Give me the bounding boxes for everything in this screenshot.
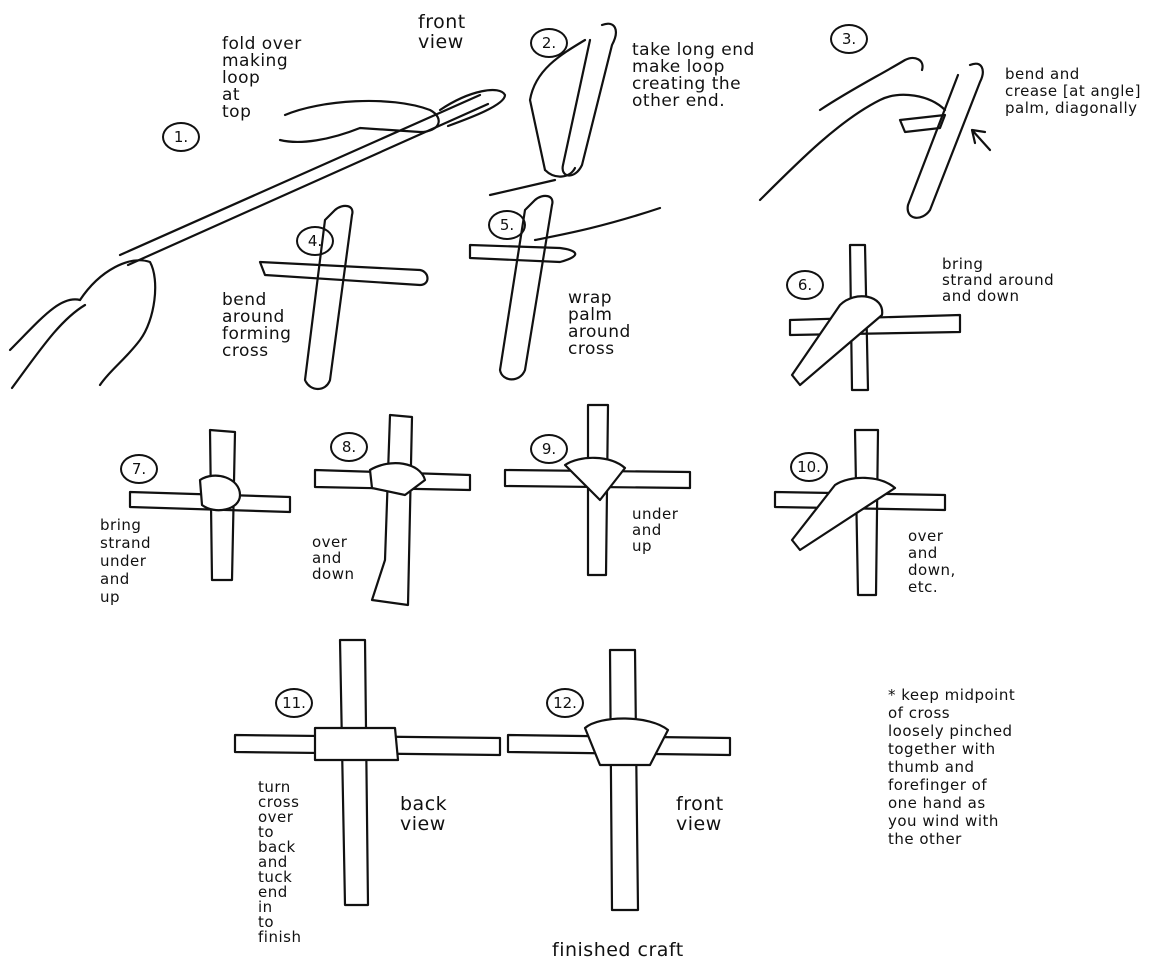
- step4-number: 4.: [296, 226, 334, 256]
- step12-number: 12.: [546, 688, 584, 718]
- step4-text: bend around forming cross: [222, 292, 291, 360]
- step3-drawing: [760, 58, 990, 218]
- step8-number: 8.: [330, 432, 368, 462]
- finished-craft-caption: finished craft: [552, 940, 684, 960]
- step9-text: under and up: [632, 506, 678, 554]
- step12-drawing: [508, 650, 730, 910]
- winding-tip-note: * keep midpoint of cross loosely pinched…: [888, 686, 1015, 848]
- step5-number: 5.: [488, 210, 526, 240]
- step10-number: 10.: [790, 452, 828, 482]
- step3-number: 3.: [830, 24, 868, 54]
- step3-text: bend and crease [at angle] palm, diagona…: [1005, 66, 1141, 117]
- step1-view-label: front view: [418, 12, 466, 52]
- step9-number: 9.: [530, 434, 568, 464]
- step8-text: over and down: [312, 534, 354, 582]
- step11-text: turn cross over to back and tuck end in …: [258, 780, 301, 945]
- step2-text: take long end make loop creating the oth…: [632, 42, 755, 110]
- step7-drawing: [130, 430, 290, 580]
- step6-text: bring strand around and down: [942, 256, 1054, 304]
- step7-text: bring strand under and up: [100, 516, 151, 606]
- step7-number: 7.: [120, 454, 158, 484]
- step1-number: 1.: [162, 122, 200, 152]
- step10-text: over and down, etc.: [908, 528, 956, 596]
- step6-drawing: [790, 245, 960, 390]
- step5-text: wrap palm around cross: [568, 290, 631, 358]
- step11-number: 11.: [275, 688, 313, 718]
- step1-text: fold over making loop at top: [222, 36, 302, 121]
- step2-number: 2.: [530, 28, 568, 58]
- step11-view-label: back view: [400, 794, 447, 834]
- step6-number: 6.: [786, 270, 824, 300]
- step12-view-label: front view: [676, 794, 724, 834]
